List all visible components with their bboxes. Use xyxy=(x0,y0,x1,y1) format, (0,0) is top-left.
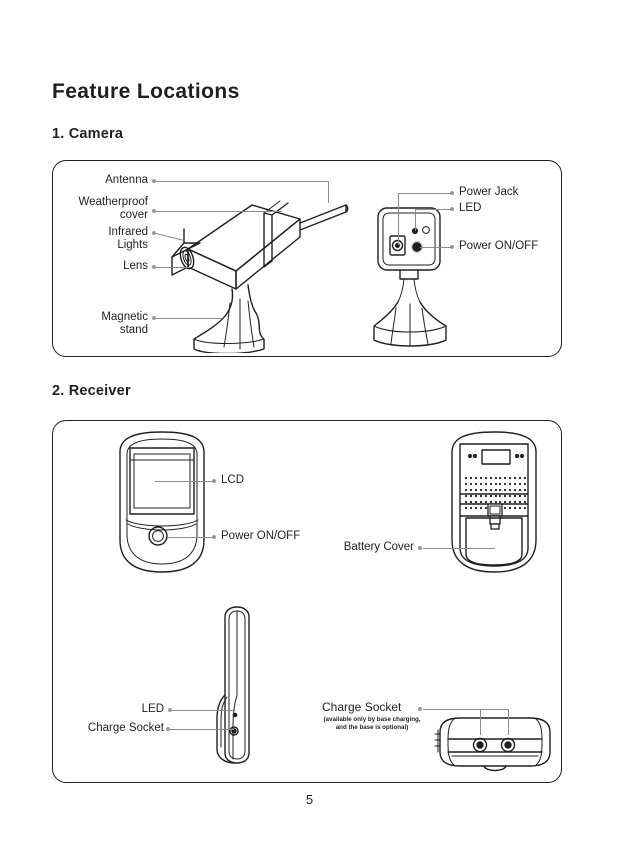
bullet-lcd xyxy=(212,479,216,483)
label-weatherproof-cover: Weatherproof cover xyxy=(78,196,148,221)
label-antenna: Antenna xyxy=(105,174,148,186)
label-receiver-power-on-off: Power ON/OFF xyxy=(221,530,301,542)
receiver-diagram-panel xyxy=(52,420,562,783)
leader-charge-socket-bottom xyxy=(423,709,509,710)
bullet-battery-cover xyxy=(418,546,422,550)
camera-illustration xyxy=(160,183,360,353)
label-camera-power-on-off: Power ON/OFF xyxy=(459,240,539,252)
label-power-jack: Power Jack xyxy=(459,186,519,198)
leader-weatherproof-cover xyxy=(156,211,282,212)
page-number: 5 xyxy=(305,792,314,807)
leader-receiver-power-on-off xyxy=(168,537,213,538)
leader-lens xyxy=(156,267,190,268)
receiver-front-illustration xyxy=(100,428,230,578)
camera-diagram-panel xyxy=(52,160,562,357)
label-charge-socket-bottom: Charge Socket xyxy=(322,700,402,714)
bullet-receiver-led xyxy=(168,708,172,712)
leader-antenna-drop xyxy=(328,181,329,203)
receiver-side-illustration xyxy=(205,605,265,770)
label-charge-socket-side: Charge Socket xyxy=(87,722,164,734)
label-lcd: LCD xyxy=(221,474,245,486)
bullet-weatherproof-cover xyxy=(152,209,156,213)
bullet-magnetic-stand xyxy=(152,316,156,320)
bullet-power-jack xyxy=(450,191,454,195)
leader-charge-socket-drop-1 xyxy=(480,709,481,735)
label-receiver-led: LED xyxy=(141,703,164,715)
bullet-lens xyxy=(152,265,156,269)
section-heading-camera: 1. Camera xyxy=(52,126,124,142)
label-battery-cover: Battery Cover xyxy=(343,541,414,553)
leader-receiver-led xyxy=(172,710,235,711)
label-lens: Lens xyxy=(123,260,148,272)
label-magnetic-stand: Magnetic stand xyxy=(101,311,148,336)
bullet-camera-power-on-off xyxy=(450,245,454,249)
receiver-bottom-illustration xyxy=(432,712,557,774)
section-heading-receiver: 2. Receiver xyxy=(52,383,131,399)
label-led: LED xyxy=(459,202,482,214)
leader-battery-cover xyxy=(423,548,495,549)
label-infrared-lights: Infrared Lights xyxy=(108,226,148,251)
leader-power-jack-drop xyxy=(398,193,399,245)
charge-socket-note: (available only by base charging, and th… xyxy=(323,716,421,731)
leader-charge-socket-drop-2 xyxy=(508,709,509,735)
leader-magnetic-stand xyxy=(156,318,222,319)
leader-led-drop xyxy=(415,209,416,231)
leader-antenna xyxy=(156,181,329,182)
leader-camera-power-on-off xyxy=(420,247,452,248)
leader-lcd xyxy=(155,481,213,482)
leader-power-jack xyxy=(398,193,452,194)
bullet-receiver-power-on-off xyxy=(212,535,216,539)
bullet-antenna xyxy=(152,179,156,183)
bullet-led xyxy=(450,207,454,211)
bullet-infrared-lights xyxy=(152,231,156,235)
receiver-back-illustration xyxy=(438,428,558,578)
page-title: Feature Locations xyxy=(52,80,240,103)
bullet-charge-socket-side xyxy=(166,727,170,731)
leader-led xyxy=(415,209,452,210)
leader-charge-socket-side xyxy=(170,729,234,730)
bullet-charge-socket-bottom xyxy=(418,707,422,711)
camera-back-illustration xyxy=(370,200,490,355)
